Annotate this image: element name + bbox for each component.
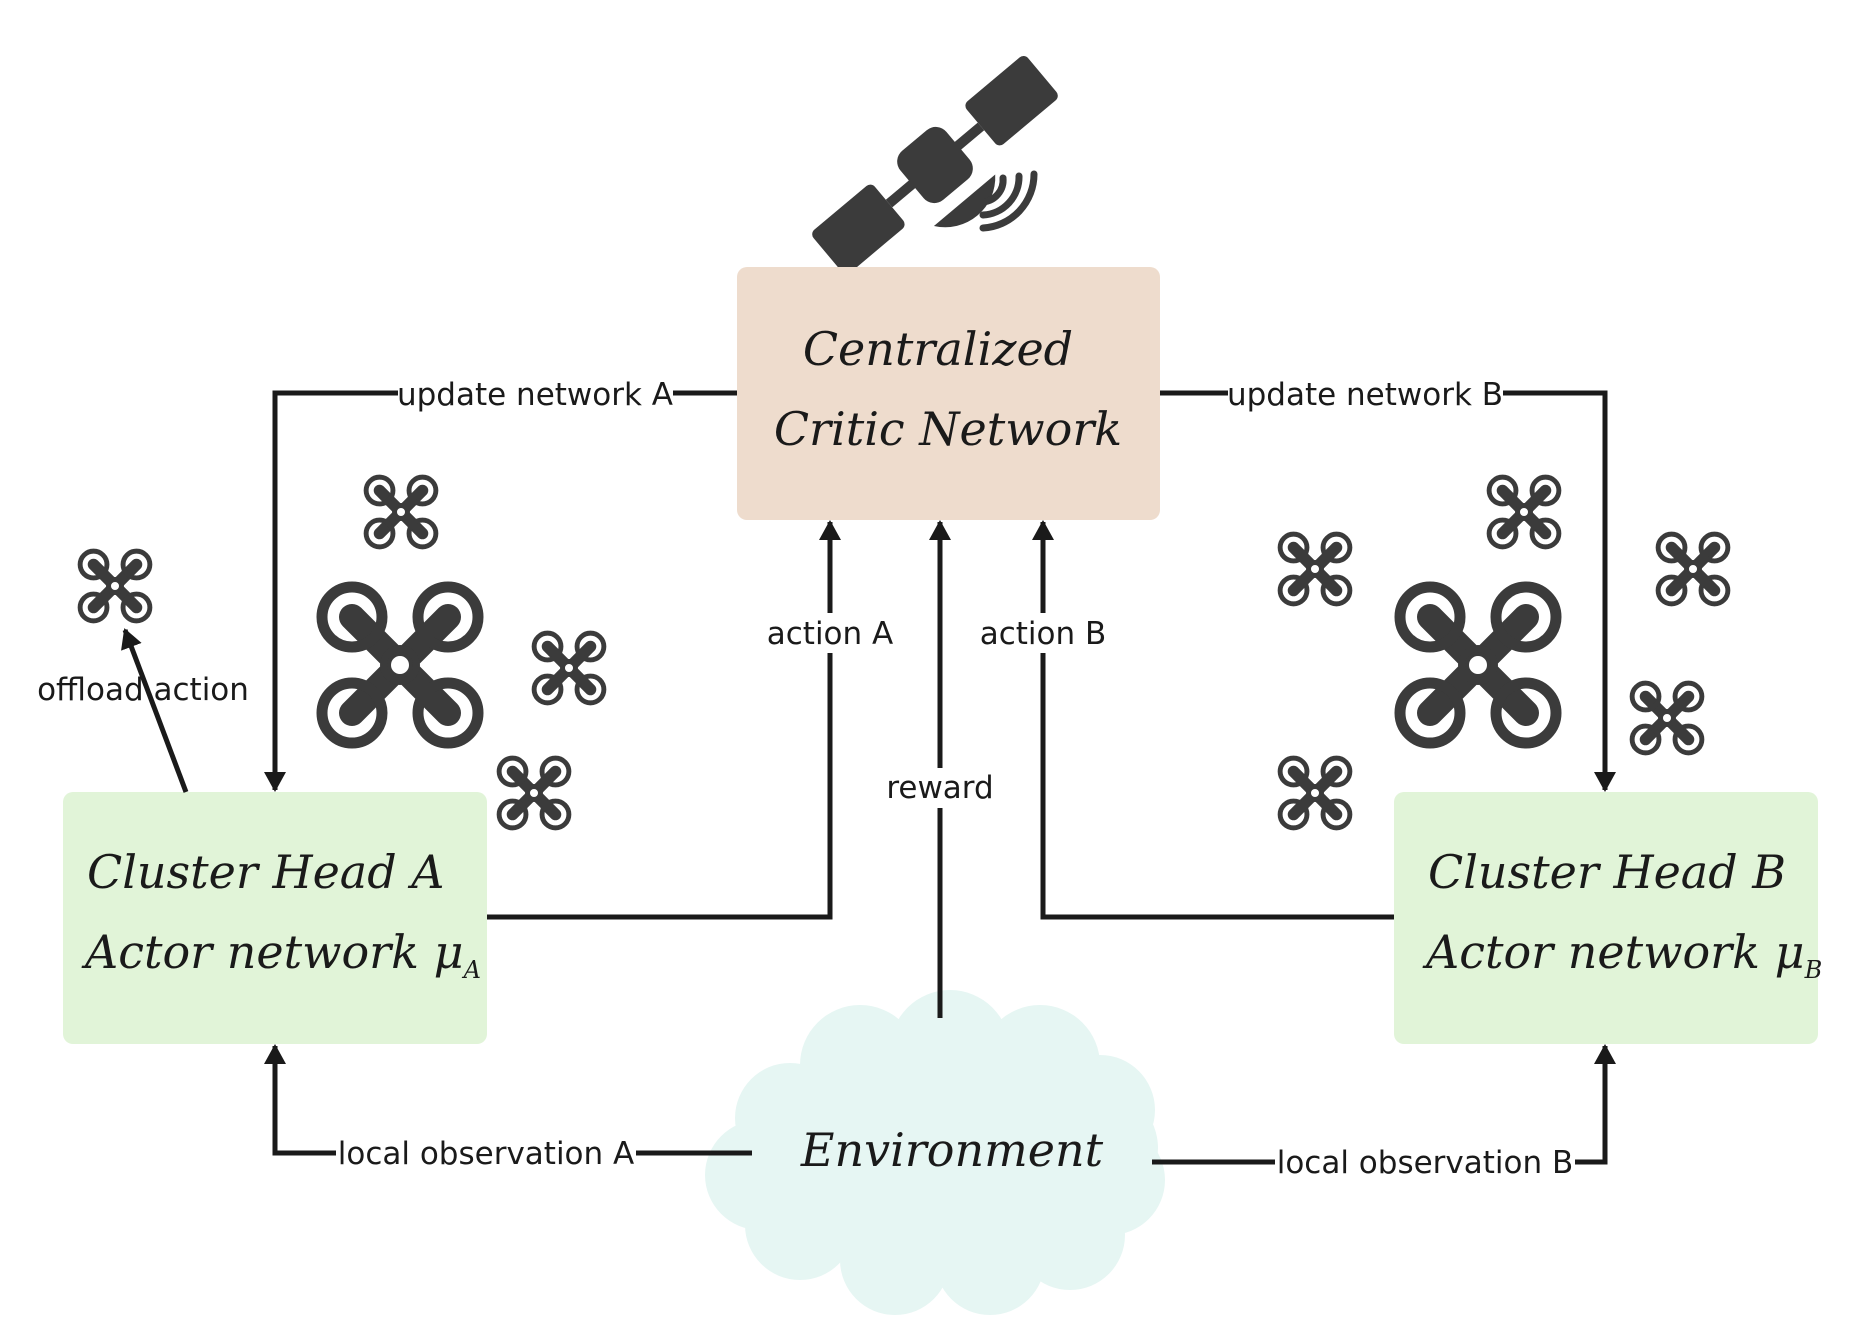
cluster-b-title: Cluster Head B (1428, 845, 1786, 899)
drone-icon (1280, 534, 1350, 604)
drone-icon (366, 477, 436, 547)
offload-action-label: offload action (37, 672, 249, 708)
drone-icon (1632, 683, 1702, 753)
label-action-b: action B (973, 613, 1113, 653)
action-a-label: action A (767, 616, 893, 652)
cluster-a-title: Cluster Head A (87, 845, 445, 899)
cluster-a-actor-text: Actor network μ (81, 925, 464, 979)
drone-icon (80, 551, 150, 621)
cluster-b-actor-label: Actor network μB (1422, 925, 1822, 984)
environment-label: Environment (800, 1123, 1104, 1177)
label-local-observation-b: local observation B (1275, 1143, 1575, 1183)
update-network-a-label: update network A (397, 377, 673, 413)
drone-icon (1280, 758, 1350, 828)
cluster-b-actor-text: Actor network μ (1422, 925, 1805, 979)
cluster-head-a-box: Cluster Head A Actor network μA (63, 792, 487, 1044)
drone-icon (1400, 587, 1556, 743)
satellite-icon (812, 56, 1058, 274)
label-update-network-b: update network B (1227, 374, 1503, 414)
critic-title-line1: Centralized (803, 322, 1073, 376)
action-a-arrow (487, 520, 841, 920)
local-observation-a-label: local observation A (338, 1136, 634, 1172)
label-local-observation-a: local observation A (336, 1134, 636, 1174)
cluster-b-subscript: B (1804, 956, 1823, 984)
offload-action-arrow (121, 628, 189, 793)
cluster-a-subscript: A (462, 956, 481, 984)
label-action-a: action A (760, 613, 900, 653)
drone-icon (1658, 534, 1728, 604)
drone-icon (1489, 477, 1559, 547)
drone-icon (534, 633, 604, 703)
action-b-label: action B (980, 616, 1107, 652)
action-b-arrow (1032, 520, 1394, 920)
reward-label: reward (886, 770, 993, 806)
local-observation-b-label: local observation B (1277, 1145, 1574, 1181)
critic-network-box: Centralized Critic Network (737, 267, 1160, 520)
drone-icon (322, 587, 478, 743)
critic-title-line2: Critic Network (774, 402, 1122, 456)
update-network-b-label: update network B (1227, 377, 1503, 413)
label-offload-action: offload action (37, 672, 249, 708)
drone-icon (499, 758, 569, 828)
signal-waves-icon (979, 170, 1038, 232)
label-update-network-a: update network A (397, 374, 673, 414)
label-reward: reward (880, 768, 1000, 808)
cluster-a-actor-label: Actor network μA (81, 925, 481, 984)
cluster-head-b-box: Cluster Head B Actor network μB (1394, 792, 1822, 1044)
environment-cloud: Environment (705, 990, 1165, 1315)
